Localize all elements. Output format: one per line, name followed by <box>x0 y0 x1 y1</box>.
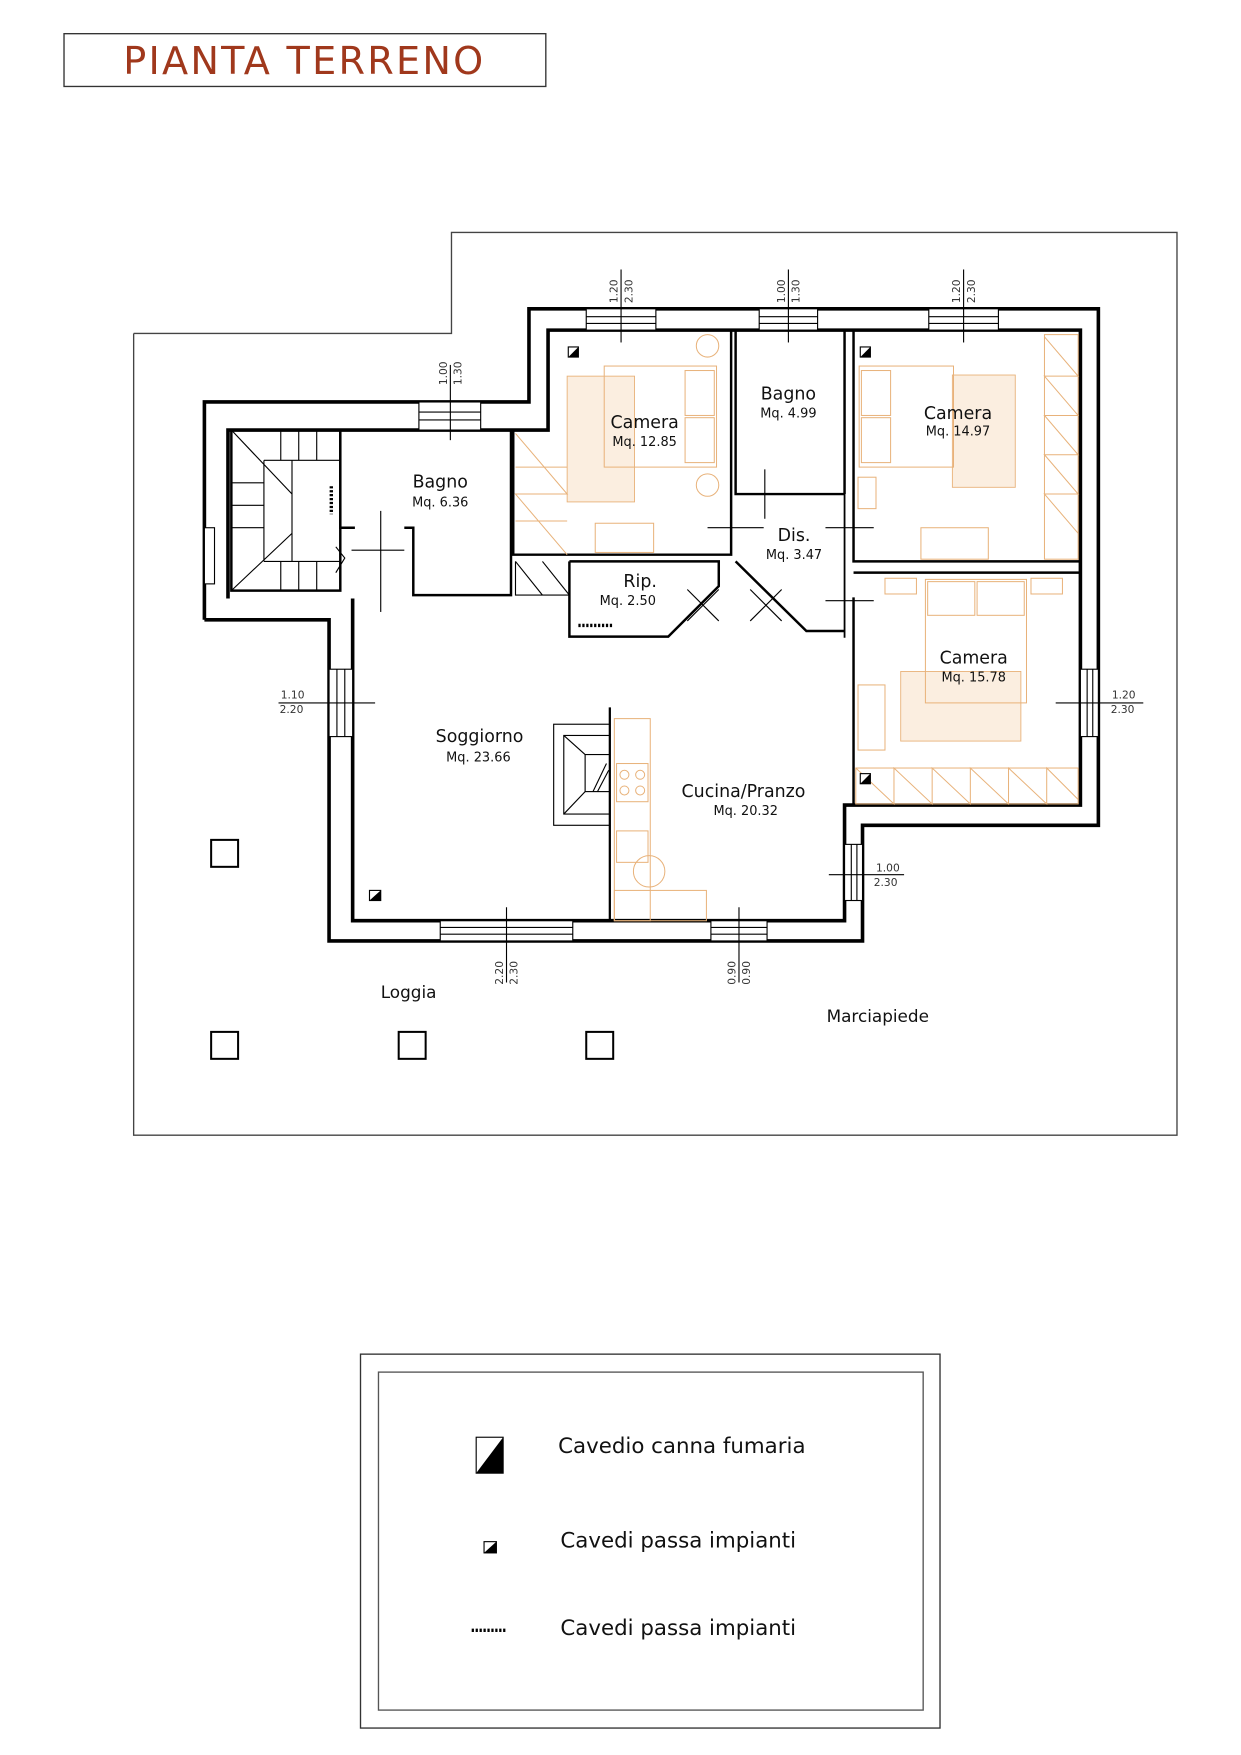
svg-text:2.30: 2.30 <box>622 279 635 303</box>
room-name-camera-1: Camera <box>611 413 679 433</box>
svg-text:2.30: 2.30 <box>965 279 978 303</box>
room-name-camera-3: Camera <box>940 649 1008 669</box>
room-name-dis: Dis. <box>778 526 811 546</box>
dimension-labels: 1.00 1.30 1.20 2.30 1.00 1.30 1.20 2.30 … <box>280 279 1136 985</box>
title-frame <box>63 33 547 88</box>
fireplace <box>553 723 611 826</box>
pillar <box>397 1030 427 1060</box>
svg-text:1.00: 1.00 <box>775 279 788 303</box>
svg-text:1.00: 1.00 <box>876 861 900 874</box>
svg-text:2.30: 2.30 <box>874 876 898 889</box>
room-area-camera-1: Mq. 12.85 <box>612 435 676 450</box>
page-title: PIANTA TERRENO <box>123 40 485 84</box>
svg-text:2.20: 2.20 <box>493 961 506 985</box>
room-area-dis: Mq. 3.47 <box>766 548 822 563</box>
svg-text:1.20: 1.20 <box>1112 688 1136 701</box>
pillar <box>210 838 240 868</box>
pillar <box>210 1030 240 1060</box>
room-area-camera-2: Mq. 14.97 <box>926 425 990 440</box>
room-area-camera-3: Mq. 15.78 <box>941 671 1005 686</box>
furniture <box>514 334 1080 922</box>
title-block: PIANTA TERRENO <box>63 33 547 88</box>
legend-outer-frame <box>359 1353 941 1729</box>
service-shaft-icon <box>483 1541 497 1554</box>
room-area-bagno-1: Mq. 6.36 <box>412 495 468 510</box>
door-marks <box>351 469 874 622</box>
room-name-rip: Rip. <box>623 572 656 592</box>
svg-text:1.20: 1.20 <box>950 279 963 303</box>
dimension-ticks <box>278 269 1144 983</box>
site-boundary <box>132 231 1178 1136</box>
svg-text:1.20: 1.20 <box>608 279 621 303</box>
svg-text:2.30: 2.30 <box>1111 703 1135 716</box>
pillar <box>585 1030 615 1060</box>
legend-label-chimney: Cavedio canna fumaria <box>558 1434 805 1459</box>
room-name-bagno-1: Bagno <box>413 472 468 492</box>
svg-text:2.30: 2.30 <box>508 961 521 985</box>
legend-inner-frame <box>377 1371 924 1711</box>
room-name-camera-2: Camera <box>924 404 992 424</box>
svg-text:1.30: 1.30 <box>452 361 465 385</box>
loggia-label: Loggia <box>381 982 437 1002</box>
room-area-cucina: Mq. 20.32 <box>713 804 777 819</box>
service-shaft-icon <box>859 773 871 785</box>
svg-text:0.90: 0.90 <box>726 961 739 985</box>
svg-text:1.00: 1.00 <box>437 361 450 385</box>
room-name-cucina: Cucina/Pranzo <box>682 782 806 802</box>
legend-label-service-shaft: Cavedi passa impianti <box>560 1528 796 1553</box>
room-area-soggiorno: Mq. 23.66 <box>446 750 510 765</box>
svg-text:0.90: 0.90 <box>740 961 753 985</box>
room-area-rip: Mq. 2.50 <box>600 594 656 609</box>
room-name-bagno-2: Bagno <box>761 385 816 405</box>
room-name-soggiorno: Soggiorno <box>436 727 524 747</box>
room-area-bagno-2: Mq. 4.99 <box>760 407 816 422</box>
legend-label-service-duct: Cavedi passa impianti <box>560 1616 796 1641</box>
loggia-pillars <box>210 838 615 1060</box>
interior-walls <box>230 330 1081 921</box>
staircase <box>230 429 346 592</box>
marciapiede-label: Marciapiede <box>827 1006 929 1026</box>
legend: Cavedio canna fumaria Cavedi passa impia… <box>359 1353 941 1729</box>
svg-text:2.20: 2.20 <box>280 703 304 716</box>
service-shaft-icon <box>567 346 579 358</box>
svg-text:1.10: 1.10 <box>281 688 305 701</box>
chimney-shaft-icon <box>475 1436 504 1474</box>
service-shaft-markers <box>329 346 871 902</box>
service-shaft-icon <box>368 889 382 902</box>
service-duct-row-icon <box>329 486 614 628</box>
svg-text:1.30: 1.30 <box>790 279 803 303</box>
service-shaft-icon <box>859 346 871 358</box>
room-labels: Bagno Mq. 6.36 Camera Mq. 12.85 Bagno Mq… <box>412 385 1008 819</box>
